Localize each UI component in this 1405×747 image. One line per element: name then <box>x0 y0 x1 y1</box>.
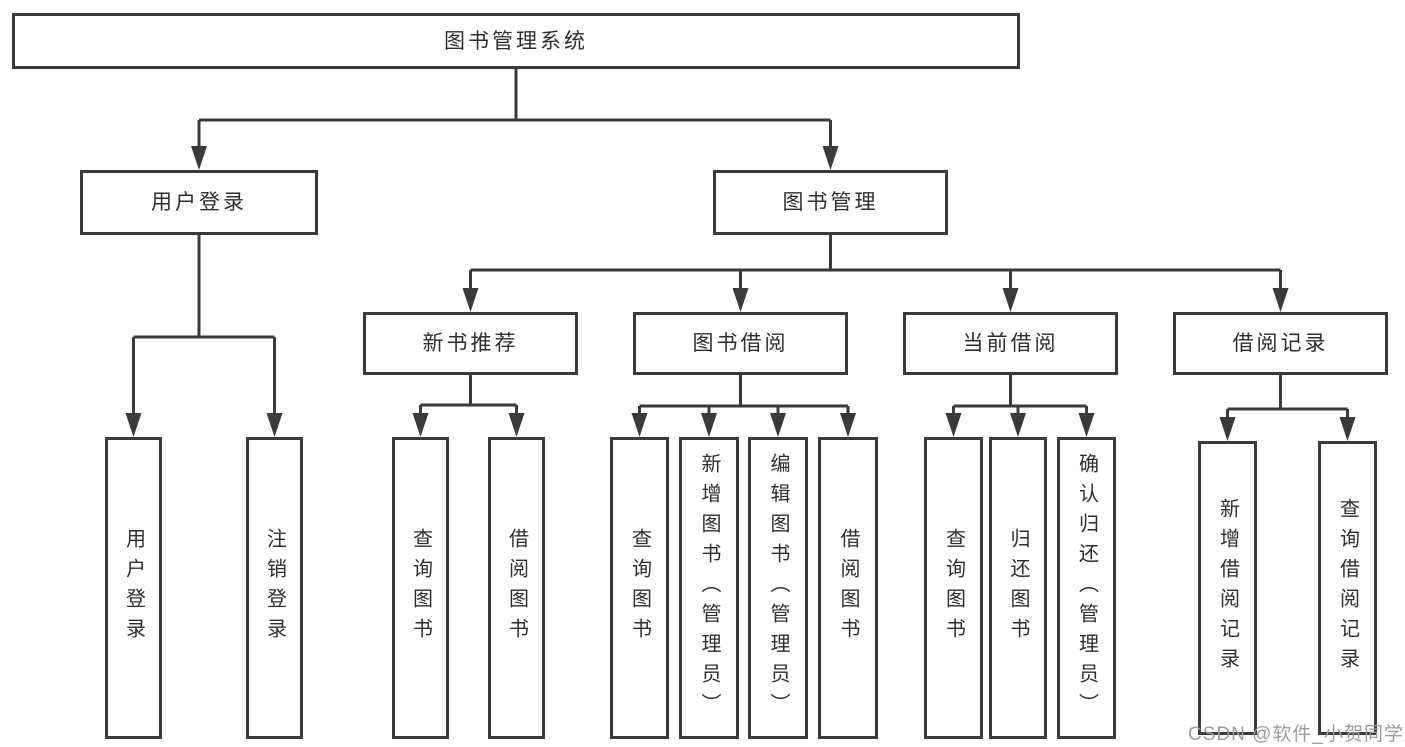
node-book-management: 图书管理 <box>713 170 948 235</box>
node-return-book: 归还图书 <box>989 437 1047 739</box>
node-logout: 注销登录 <box>246 437 303 739</box>
node-user-login-action: 用户登录 <box>105 437 162 739</box>
node-user-login: 用户登录 <box>80 170 318 235</box>
node-borrow-book: 借阅图书 <box>488 437 545 739</box>
node-search-book: 查询图书 <box>924 437 983 739</box>
node-search-book: 查询图书 <box>610 437 669 739</box>
node-search-book: 查询图书 <box>392 437 449 739</box>
node-borrow-book: 借阅图书 <box>818 437 878 739</box>
node-book-borrow: 图书借阅 <box>633 312 848 375</box>
node-add-book-admin: 新增图书（管理员） <box>679 437 739 739</box>
node-add-borrow-record: 新增借阅记录 <box>1198 441 1257 735</box>
csdn-watermark: CSDN @软件_小贺同学 <box>1188 724 1404 745</box>
node-borrow-records: 借阅记录 <box>1173 312 1388 375</box>
node-root: 图书管理系统 <box>12 13 1020 69</box>
node-current-borrow: 当前借阅 <box>903 312 1118 375</box>
arrowheads <box>125 146 1356 441</box>
node-new-book-recommend: 新书推荐 <box>363 312 578 375</box>
node-search-borrow-record: 查询借阅记录 <box>1318 441 1377 735</box>
node-edit-book-admin: 编辑图书（管理员） <box>748 437 808 739</box>
node-confirm-return-admin: 确认归还（管理员） <box>1057 437 1116 739</box>
